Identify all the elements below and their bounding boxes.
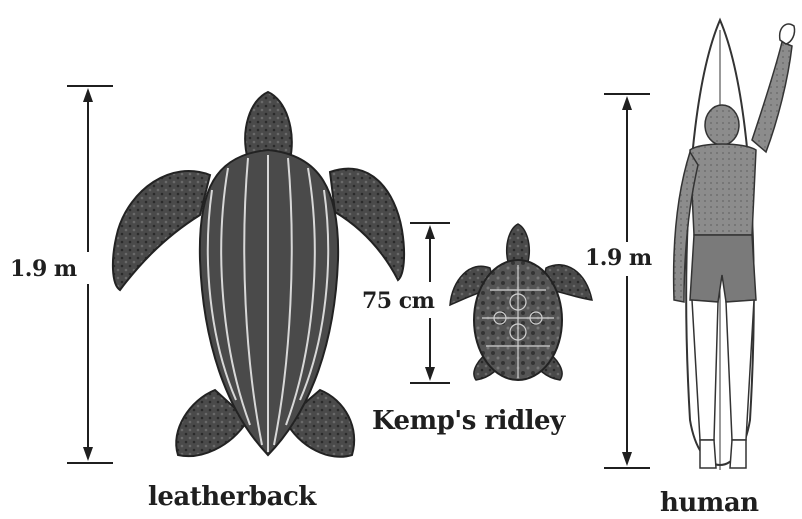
kemps-ridley-height-label: 75 cm — [362, 290, 434, 312]
human-name-label: human — [660, 490, 759, 516]
human-height-label: 1.9 m — [585, 247, 652, 269]
leatherback-height-label: 1.9 m — [10, 258, 77, 280]
leatherback-turtle-illustration — [113, 92, 404, 457]
leatherback-name-label: leatherback — [148, 484, 316, 510]
kemps-ridley-turtle-illustration — [450, 224, 592, 380]
human-scale-bar — [604, 94, 650, 468]
human-surfer-illustration — [674, 20, 795, 470]
kemps-ridley-name-label: Kemp's ridley — [372, 408, 565, 434]
